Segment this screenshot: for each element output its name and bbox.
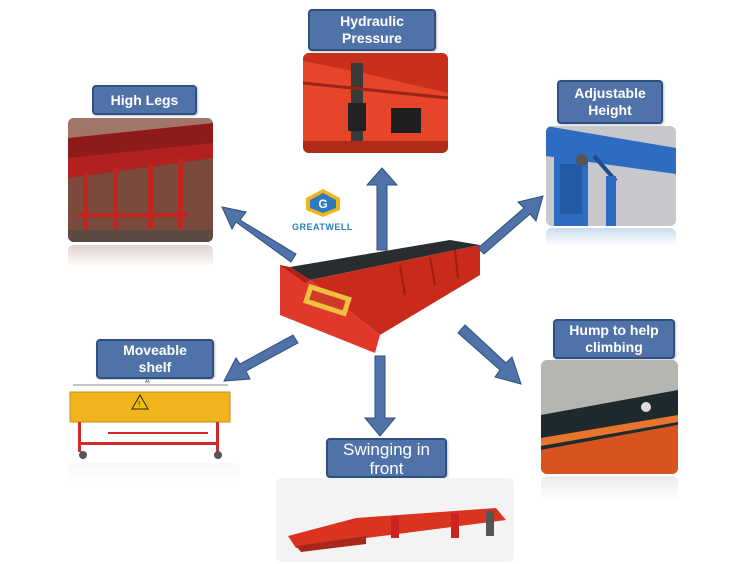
logo-letter: G — [318, 197, 327, 211]
central-conveyor-photo — [280, 235, 482, 355]
greatwell-logo: G — [295, 188, 350, 228]
arrow-down — [363, 355, 397, 437]
logo-brand-text: GREATWELL — [292, 222, 353, 232]
label-swinging-in-front: Swinging in front — [326, 438, 447, 478]
adjustable-height-photo — [546, 126, 676, 226]
label-moveable-shelf: Moveable shelf — [96, 339, 214, 379]
hydraulic-pressure-photo — [303, 53, 448, 153]
label-hump-to-help-climbing: Hump to help climbing — [553, 319, 675, 359]
label-hydraulic-pressure: Hydraulic Pressure — [308, 9, 436, 51]
moveable-shelf-drawing: ! — [68, 380, 240, 462]
adjustable-height-reflection — [546, 228, 676, 246]
svg-text:!: ! — [138, 400, 140, 409]
label-high-legs: High Legs — [92, 85, 197, 115]
arrow-up-right — [477, 195, 544, 255]
hump-reflection — [541, 476, 678, 502]
high-legs-photo — [68, 118, 213, 242]
shelf-dimension-label: A — [145, 378, 150, 385]
hump-photo — [541, 360, 678, 474]
high-legs-reflection — [68, 245, 213, 267]
label-adjustable-height: Adjustable Height — [557, 80, 663, 124]
moveable-shelf-reflection — [68, 463, 240, 483]
swinging-in-front-photo — [276, 478, 514, 562]
